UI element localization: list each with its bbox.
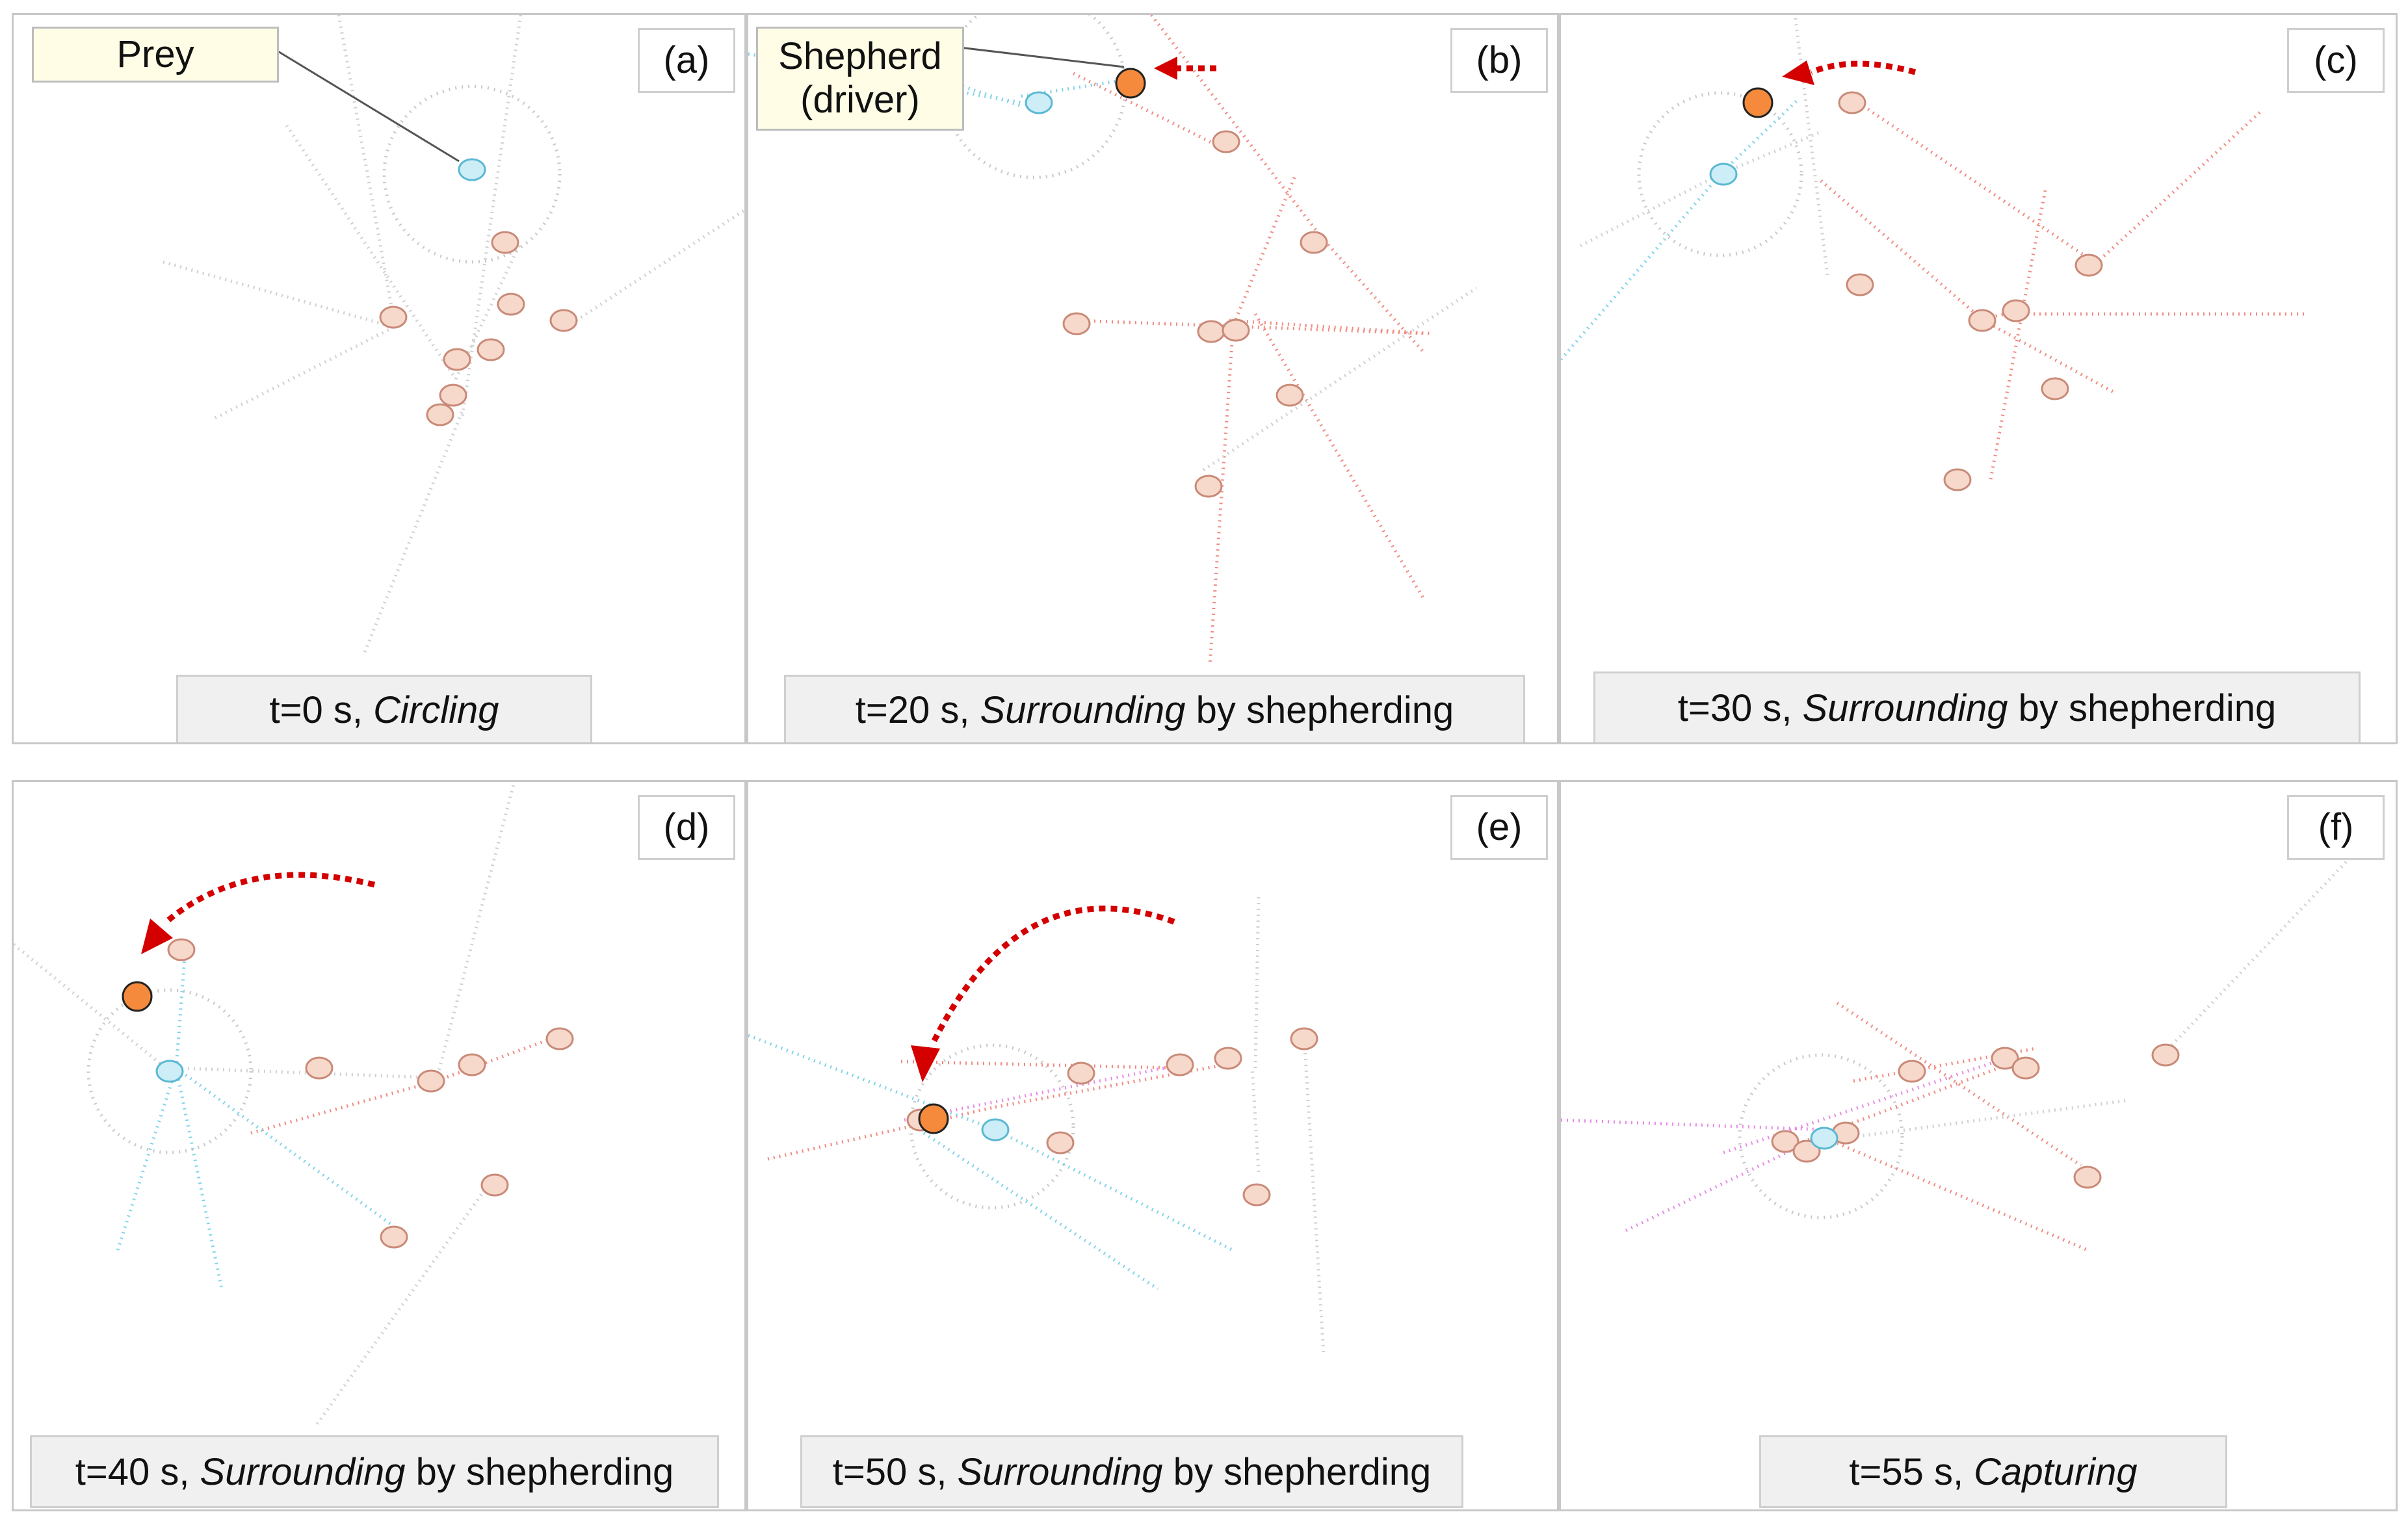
prey-callout-leader: [276, 49, 460, 163]
panel-b: Shepherd(driver) (b) t=20 s, Surrounding…: [746, 13, 1559, 744]
panel-b-caption-time: t=20 s,: [855, 689, 980, 731]
panel-d-robots: [167, 938, 574, 1249]
panel-d-arrow: [141, 872, 376, 954]
panel-c-caption-suffix: by shepherding: [2008, 687, 2277, 729]
panel-a-tag: (a): [638, 28, 735, 93]
prey-robot: [458, 158, 486, 181]
panel-c-gray-trails: [1579, 15, 1829, 276]
shepherd-callout-leader: [959, 46, 1125, 68]
panel-a-robots: [379, 231, 578, 426]
panel-f-gray-trails: [1833, 852, 2355, 1141]
panel-a-tag-text: (a): [663, 39, 710, 81]
prey-callout: Prey: [32, 27, 279, 83]
panel-c-canvas: [1561, 15, 2309, 491]
panel-f-caption-time: t=55 s,: [1849, 1451, 1974, 1493]
panel-c-robots: [1838, 91, 2103, 491]
panel-d-cyan-trails: [116, 941, 392, 1290]
panel-e-caption: t=50 s, Surrounding by shepherding: [800, 1435, 1463, 1508]
panel-b-red-trails: [1072, 15, 1432, 666]
panel-f-tag-text: (f): [2318, 806, 2354, 848]
panel-e-tag: (e): [1450, 795, 1548, 860]
prey-robot: [1709, 163, 1738, 186]
panel-e-caption-suffix: by shepherding: [1162, 1451, 1432, 1493]
panel-f-caption-mode: Capturing: [1974, 1451, 2138, 1493]
capture-circle: [382, 85, 562, 264]
panel-c-caption-time: t=30 s,: [1677, 687, 1803, 729]
panel-b-caption-mode: Surrounding: [980, 689, 1186, 731]
shepherd-robot: [1742, 87, 1773, 118]
panel-e-gray-trails: [1250, 892, 1326, 1355]
panel-c-cyan-trails: [1561, 98, 1799, 361]
panel-a-caption: t=0 s, Circling: [176, 675, 592, 742]
shepherd-callout-line1: Shepherd: [778, 35, 942, 77]
panel-d-canvas: [14, 782, 574, 1427]
prey-robot: [981, 1118, 1010, 1141]
prey-robot: [155, 1060, 184, 1083]
panel-b-canvas: [748, 15, 1478, 666]
panel-c-arrow: [1782, 60, 1917, 85]
prey-robot: [1810, 1127, 1839, 1150]
panel-b-tag: (b): [1450, 28, 1548, 93]
panel-b-caption: t=20 s, Surrounding by shepherding: [784, 675, 1525, 742]
panel-e-caption-mode: Surrounding: [957, 1451, 1163, 1493]
shepherd-robot: [122, 981, 153, 1012]
panel-d: (d) t=40 s, Surrounding by shepherding: [12, 780, 746, 1511]
panel-b-robots: [1062, 130, 1328, 498]
capture-circle: [1637, 91, 1803, 257]
panel-d-gray-trails: [14, 782, 516, 1427]
panel-d-caption-time: t=40 s,: [75, 1451, 200, 1493]
capture-circle: [1738, 1053, 1904, 1219]
capture-circle: [909, 1043, 1075, 1210]
panel-e-canvas: [748, 892, 1326, 1355]
panel-c-caption: t=30 s, Surrounding by shepherding: [1593, 671, 2361, 742]
panel-e-caption-time: t=50 s,: [832, 1451, 958, 1493]
panel-e-cyan-trails: [748, 1034, 1234, 1291]
panel-d-caption-mode: Surrounding: [200, 1451, 406, 1493]
panel-e-red-trails: [767, 1060, 1243, 1161]
panel-e-arrow: [911, 906, 1175, 1082]
panel-c-tag: (c): [2287, 28, 2385, 93]
panel-a-canvas: [163, 15, 744, 653]
prey-robot: [1025, 91, 1053, 114]
panel-d-tag-text: (d): [663, 806, 710, 848]
panel-f: (f) t=55 s, Capturing: [1559, 780, 2398, 1511]
panel-f-red-trails: [1791, 1001, 2088, 1252]
panel-e-robots: [906, 1027, 1318, 1206]
panel-a: Prey (a) t=0 s, Circling: [12, 13, 746, 744]
panel-d-red-trails: [250, 1034, 560, 1135]
panel-c-caption-mode: Surrounding: [1802, 687, 2008, 729]
panel-b-gray-trail: [1202, 286, 1478, 472]
panel-b-arrow: [1154, 57, 1216, 80]
panel-f-robots: [1771, 1043, 2180, 1189]
panel-a-caption-time: t=0 s,: [269, 689, 374, 731]
panel-a-caption-mode: Circling: [373, 689, 499, 731]
panel-b-tag-text: (b): [1476, 39, 1523, 81]
panel-f-canvas: [1561, 852, 2355, 1252]
panel-b-caption-suffix: by shepherding: [1185, 689, 1454, 731]
shepherd-callout: Shepherd(driver): [756, 27, 964, 131]
capture-circle: [86, 988, 253, 1154]
shepherd-callout-line2: (driver): [800, 78, 920, 121]
panel-c-red-trails: [1820, 98, 2309, 484]
panel-e-tag-text: (e): [1476, 806, 1523, 848]
panel-d-caption-suffix: by shepherding: [405, 1451, 674, 1493]
panel-d-tag: (d): [638, 795, 735, 860]
panel-c: (c) t=30 s, Surrounding by shepherding: [1559, 13, 2398, 744]
panel-c-tag-text: (c): [2314, 39, 2358, 81]
panel-d-caption: t=40 s, Surrounding by shepherding: [30, 1435, 719, 1508]
shepherd-robot: [918, 1103, 949, 1134]
prey-callout-text: Prey: [116, 33, 194, 75]
shepherd-robot: [1115, 68, 1146, 99]
panel-f-tag: (f): [2287, 795, 2385, 860]
panel-e: (e) t=50 s, Surrounding by shepherding: [746, 780, 1559, 1511]
panel-f-caption: t=55 s, Capturing: [1759, 1435, 2227, 1508]
panel-a-trails: [163, 15, 744, 653]
